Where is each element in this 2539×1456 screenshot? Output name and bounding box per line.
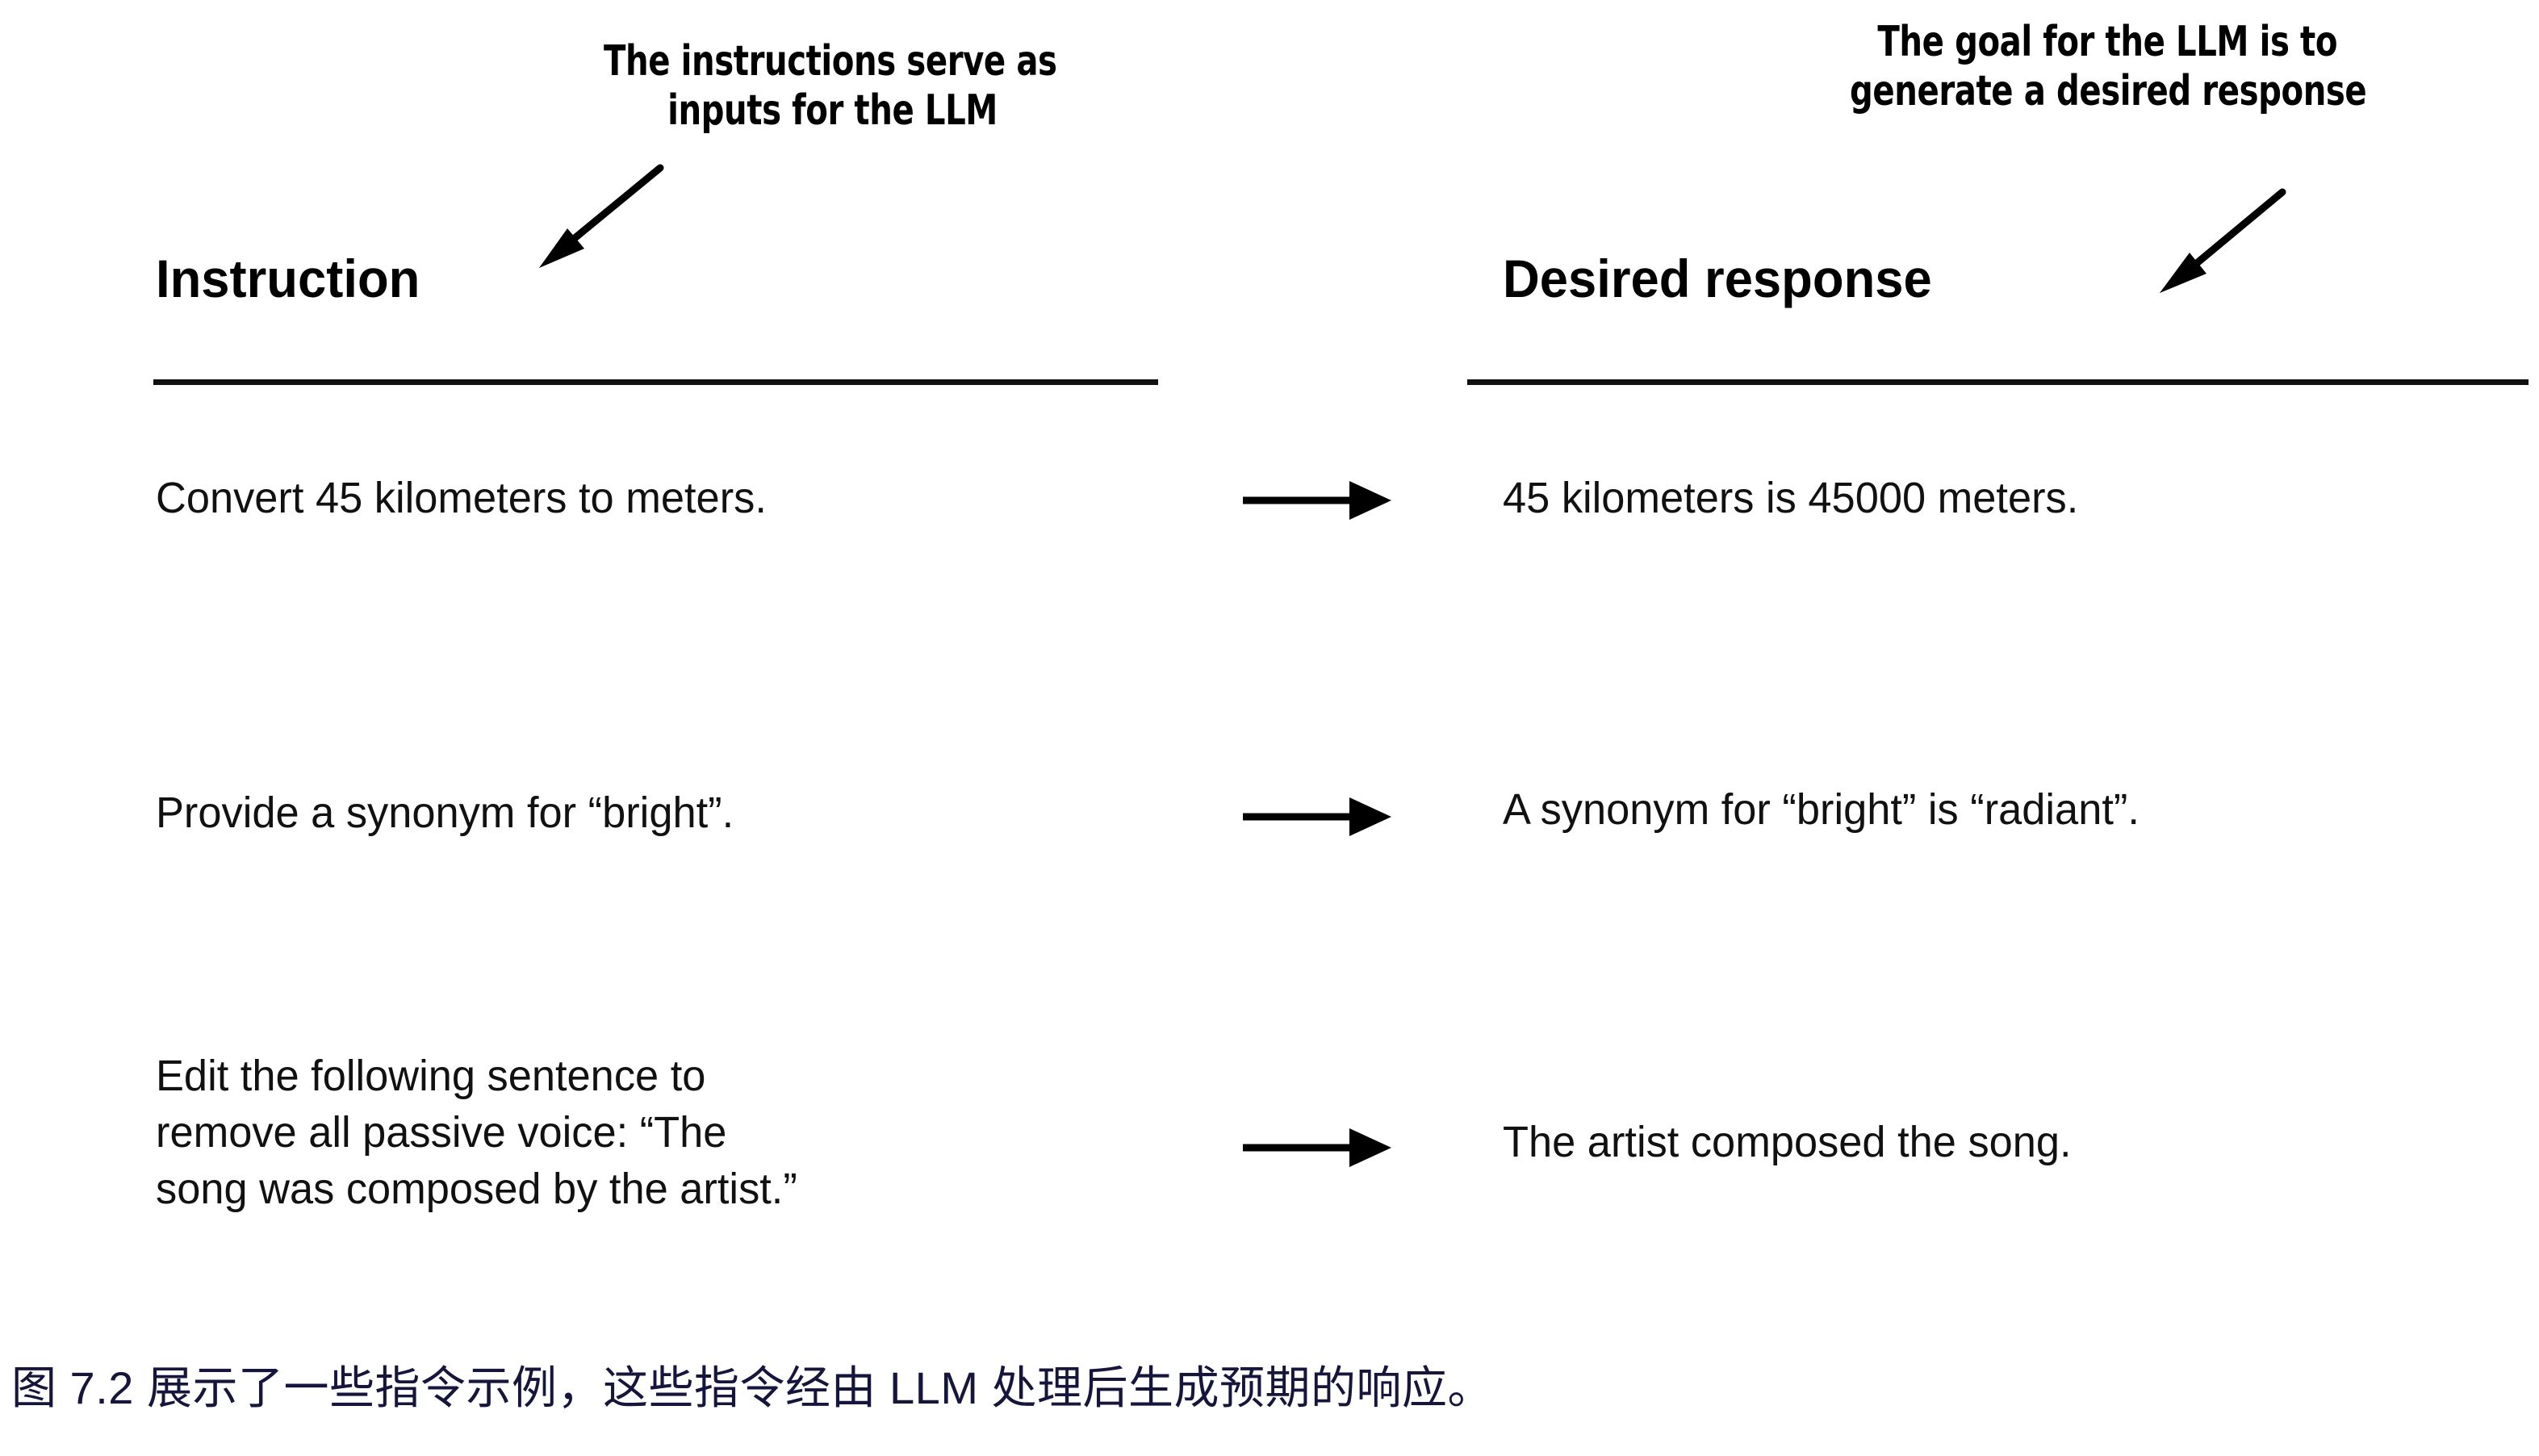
- response-line: A synonym for “bright” is “radiant”.: [1503, 785, 2140, 834]
- instruction-line: Provide a synonym for “bright”.: [156, 789, 734, 837]
- annotation-right-line1: The goal for the LLM is to: [1877, 18, 2338, 66]
- annotation-arrow-left-icon: [539, 164, 664, 268]
- response-cell-3: The artist composed the song.: [1503, 1114, 2497, 1170]
- column-heading-instruction: Instruction: [156, 249, 420, 308]
- instruction-line: Convert 45 kilometers to meters.: [156, 474, 767, 522]
- annotation-right-line2: generate a desired response: [1850, 67, 2367, 116]
- response-line: 45 kilometers is 45000 meters.: [1503, 474, 2079, 522]
- instruction-line: remove all passive voice: “The: [156, 1108, 727, 1157]
- response-cell-1: 45 kilometers is 45000 meters.: [1503, 470, 2497, 526]
- instruction-cell-1: Convert 45 kilometers to meters.: [156, 470, 1142, 526]
- instruction-line: song was composed by the artist.”: [156, 1165, 797, 1214]
- column-heading-desired-response: Desired response: [1503, 249, 1932, 308]
- header-rule-right: [1467, 379, 2529, 385]
- header-rule-left: [153, 379, 1158, 385]
- instruction-line: Edit the following sentence to: [156, 1052, 706, 1100]
- row-connector-arrow-3-icon: [1243, 1128, 1391, 1167]
- annotation-right: The goal for the LLM is to generate a de…: [1850, 18, 2367, 117]
- response-line: The artist composed the song.: [1503, 1118, 2072, 1166]
- row-connector-arrow-2-icon: [1243, 797, 1391, 836]
- annotation-arrow-right-icon: [2160, 188, 2286, 293]
- row-connector-arrow-1-icon: [1243, 481, 1391, 520]
- figure-caption: 图 7.2 展示了一些指令示例，这些指令经由 LLM 处理后生成预期的响应。: [11, 1362, 1494, 1413]
- instruction-cell-2: Provide a synonym for “bright”.: [156, 784, 1142, 841]
- annotation-left-line1: The instructions serve as: [604, 37, 1057, 86]
- annotation-left: The instructions serve as inputs for the…: [604, 37, 1057, 136]
- response-cell-2: A synonym for “bright” is “radiant”.: [1503, 781, 2497, 838]
- instruction-cell-3: Edit the following sentence to remove al…: [156, 1048, 1142, 1218]
- annotation-left-line2: inputs for the LLM: [667, 86, 998, 136]
